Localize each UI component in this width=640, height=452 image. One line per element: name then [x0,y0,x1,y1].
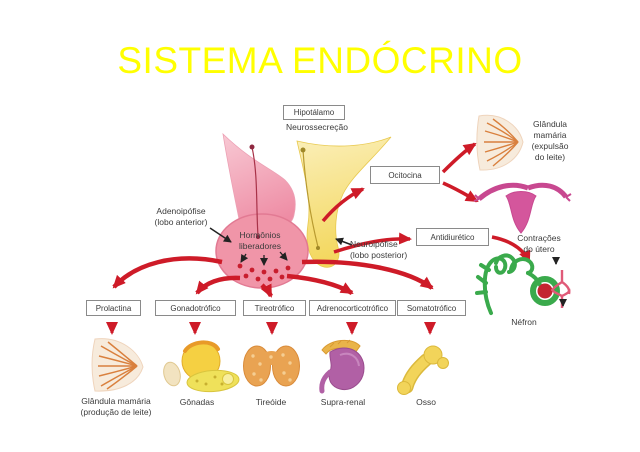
mammary-gland-bottom-illustration [91,338,144,392]
antidiuretic-box: Antidiurético [416,228,489,246]
organ-label-suprarenal: Supra-renal [320,397,366,407]
organ-label-osso: Osso [416,397,436,407]
posterior-lobe-shape [296,136,392,268]
thyroid-illustration [243,345,300,387]
nephron-illustration [475,253,571,315]
uterus-label: Contrações do útero [517,233,561,254]
uterus-illustration [473,182,572,234]
page-title: SISTEMA ENDÓCRINO [117,40,523,81]
nephron-label: Néfron [511,317,537,327]
hormone-box-tireotrofico: Tireotrófico [243,300,306,316]
hormone-box-prolactina: Prolactina [86,300,141,316]
organ-label-tireoide: Tireóide [255,397,287,407]
neurosecretion-label: Neurossecreção [286,122,348,132]
hormone-box-somatotrofico: Somatotrófico [397,300,466,316]
anterior-hormone-arrows [112,256,434,298]
hormone-box-adrenocorticotrofico: Adrenocorticotrófico [309,300,396,316]
mammary-gland-top-illustration [476,114,524,171]
neurosecretory-axons [249,144,320,250]
granule-pointer-arrows [240,251,288,266]
organ-label-mammary: Glândula mamária (produção de leite) [80,396,152,417]
hormone-granules [237,263,291,282]
adenohypophysis-label: Adenoipófise (lobo anterior) [154,206,208,227]
organ-label-gonadas: Gônadas [179,397,215,407]
hypothalamus-box: Hipotálamo [283,105,345,120]
oxytocin-box: Ocitocina [370,166,440,184]
gonads-illustration [163,340,240,393]
label-pointer-arrows [209,227,353,246]
bone-illustration [397,345,449,395]
neurohypophysis-label: Neuroipófise (lobo posterior) [350,239,408,260]
box-to-organ-arrows [106,322,436,335]
hormone-box-gonadotrofico: Gonadotrófico [155,300,236,316]
releasing-hormones-label: Hormônios liberadores [238,230,282,251]
mammary-top-label: Glândula mamária (expulsão do leite) [531,119,569,162]
adrenal-kidney-illustration [319,339,365,394]
